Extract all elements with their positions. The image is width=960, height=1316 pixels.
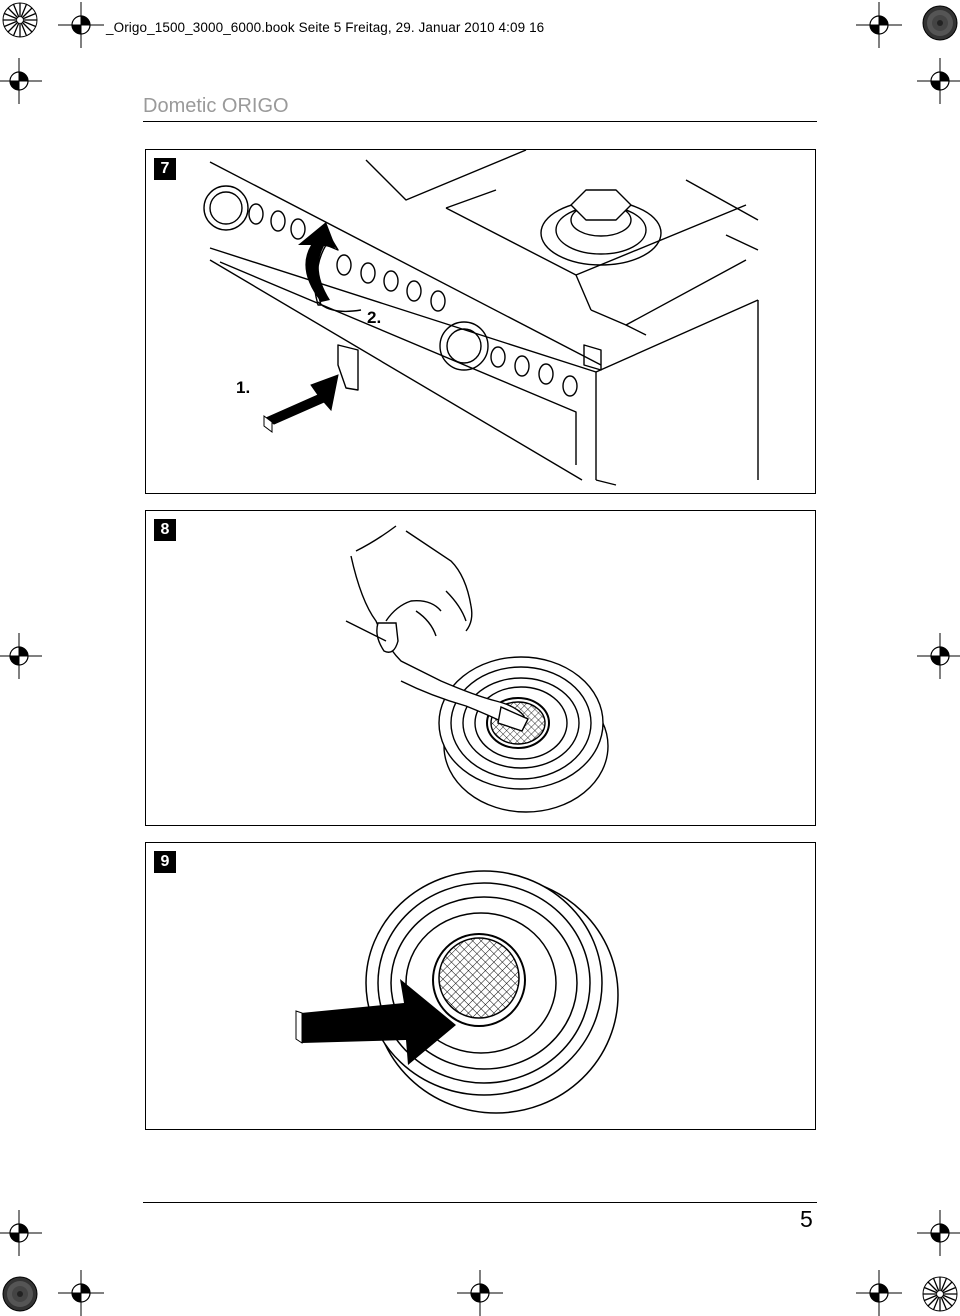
- color-wheel-icon: [922, 5, 958, 41]
- footer-rule: [143, 1202, 817, 1203]
- figure-number-badge: 9: [154, 851, 176, 873]
- registration-crosshair-icon: [58, 1270, 104, 1316]
- header-rule: [143, 121, 817, 122]
- color-wheel-icon: [2, 2, 38, 38]
- figure-8-panel: 8: [145, 510, 816, 826]
- registration-crosshair-icon: [0, 58, 42, 104]
- figure-number-badge: 8: [154, 519, 176, 541]
- registration-crosshair-icon: [917, 1210, 960, 1256]
- file-slug-line: _Origo_1500_3000_6000.book Seite 5 Freit…: [106, 20, 545, 35]
- burner-cleaning-illustration: [345, 525, 609, 813]
- brand-title: Dometic ORIGO: [143, 95, 289, 117]
- step-label-2: 2.: [367, 308, 382, 327]
- registration-crosshair-icon: [0, 633, 42, 679]
- figure-7-panel: 7: [145, 149, 816, 494]
- registration-crosshair-icon: [457, 1270, 503, 1316]
- figure-number-badge: 7: [154, 158, 176, 180]
- registration-crosshair-icon: [58, 2, 104, 48]
- registration-crosshair-icon: [856, 2, 902, 48]
- color-wheel-icon: [2, 1276, 38, 1312]
- page-number: 5: [800, 1206, 813, 1232]
- registration-crosshair-icon: [856, 1270, 902, 1316]
- registration-crosshair-icon: [0, 1210, 42, 1256]
- registration-crosshair-icon: [917, 58, 960, 104]
- cooktop-illustration: [203, 150, 759, 486]
- registration-crosshair-icon: [917, 633, 960, 679]
- color-wheel-icon: [922, 1276, 958, 1312]
- figure-9-panel: 9: [145, 842, 816, 1130]
- burner-detail-illustration: [295, 870, 619, 1114]
- step-label-1: 1.: [236, 378, 251, 397]
